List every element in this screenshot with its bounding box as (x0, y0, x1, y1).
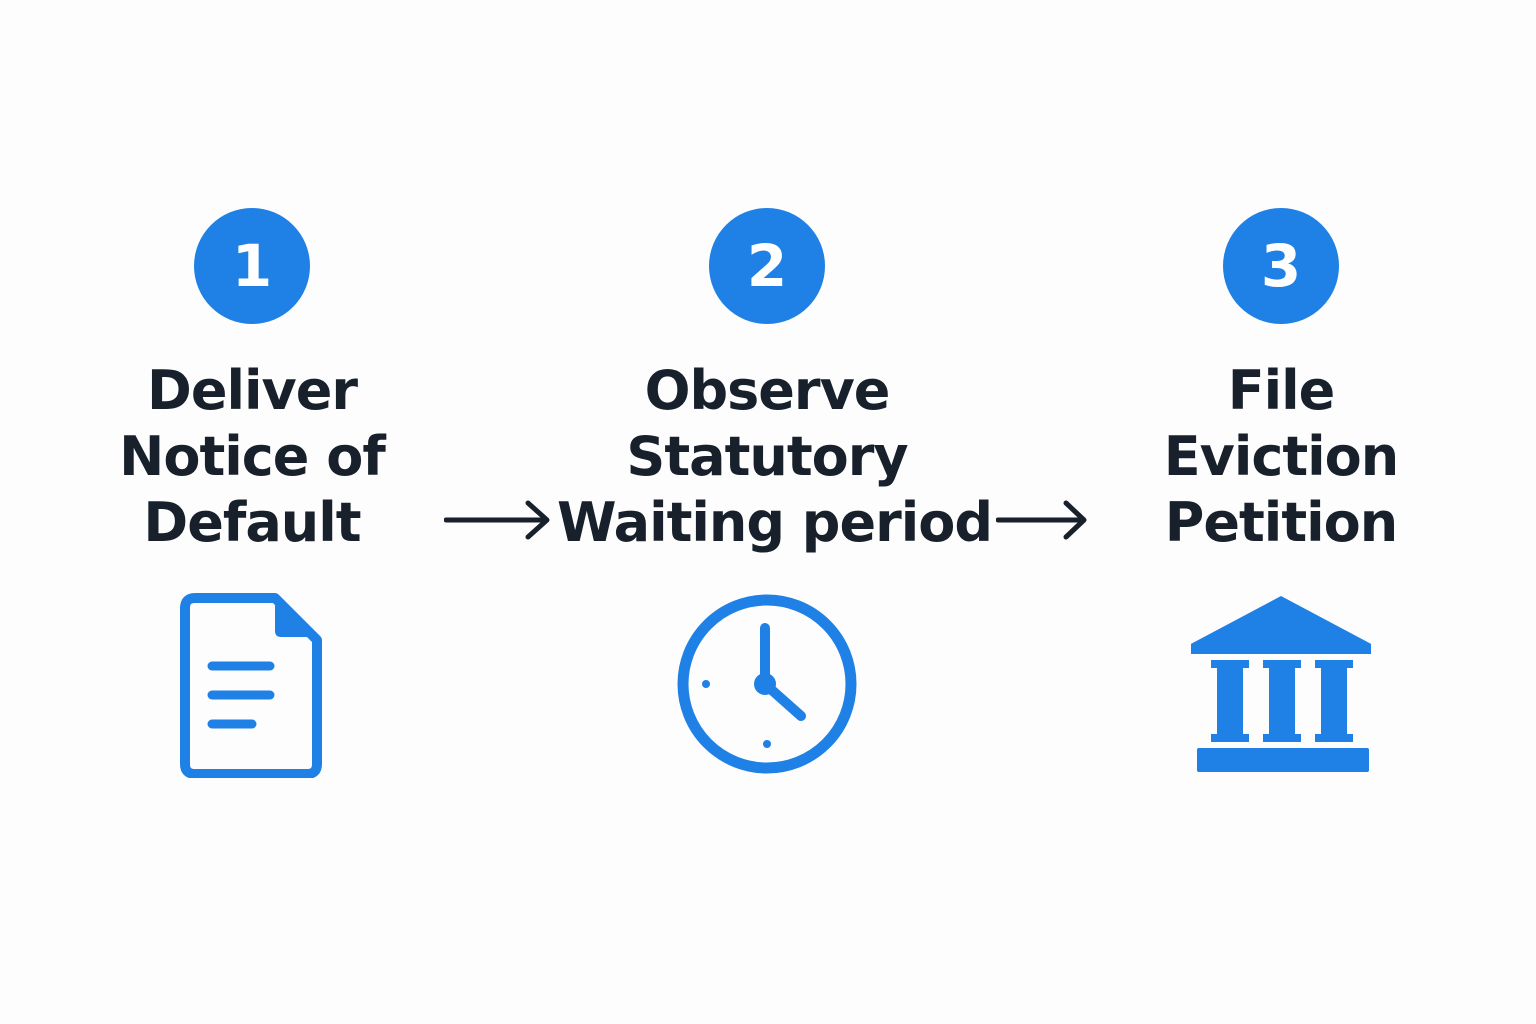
step-title-line: Petition (1164, 491, 1398, 554)
step-1: 1 Deliver Notice of Default (42, 0, 462, 1024)
step-number-badge: 3 (1223, 208, 1339, 324)
step-title: File Eviction Petition (1071, 358, 1491, 556)
step-title: Deliver Notice of Default (42, 358, 462, 556)
step-2: 2 Observe Statutory Waiting period (557, 0, 993, 1024)
step-number-badge: 2 (709, 208, 825, 324)
step-number-badge: 1 (194, 208, 310, 324)
step-title-line: Statutory (626, 425, 908, 488)
step-title-line: Deliver (147, 359, 358, 422)
step-title-line: Observe (644, 359, 891, 422)
clock-icon (677, 588, 857, 778)
step-title-line: Eviction (1163, 425, 1399, 488)
step-title-line: Notice of (119, 425, 386, 488)
arrow-right-icon (444, 500, 554, 540)
step-title-line: Default (143, 491, 361, 554)
document-icon (162, 588, 342, 778)
step-title: Observe Statutory Waiting period (557, 358, 993, 556)
step-3: 3 File Eviction Petition (1071, 0, 1491, 1024)
arrow-right-icon (996, 500, 1106, 540)
step-title-line: File (1227, 359, 1336, 422)
courthouse-icon (1191, 588, 1371, 778)
step-title-line: Waiting period (557, 491, 993, 554)
